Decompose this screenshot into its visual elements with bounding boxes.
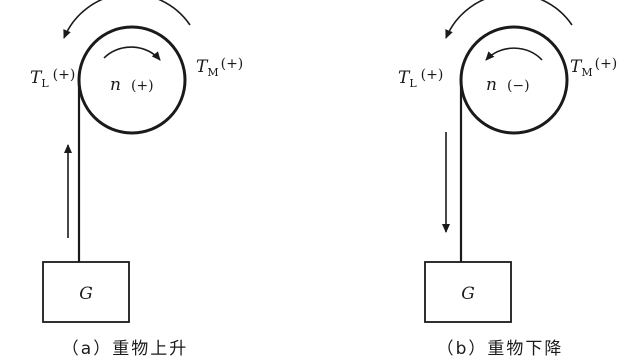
load-torque-label-b: TL(+) [398,67,443,90]
motor-torque-label-b: TM(+) [570,56,617,79]
speed-label-a: n(+) [110,75,154,95]
weight-label-b: G [461,284,475,304]
speed-arrow-b [485,47,543,61]
panel-a: G TL(+) TM(+) n(+) （a）重物上升 [30,0,243,359]
motor-torque-label-a: TM(+) [196,56,243,79]
weight-box-a [42,261,130,323]
caption-b: （b）重物下降 [437,339,564,359]
speed-arrow-a [103,46,161,61]
caption-a: （a）重物上升 [62,339,188,359]
weight-box-b [424,261,512,323]
load-torque-arrow-b [445,0,573,39]
load-torque-arrow-a [63,0,191,39]
load-torque-label-a: TL(+) [30,67,75,90]
speed-label-b: n(−) [486,75,530,95]
weight-label-a: G [79,284,93,304]
panel-b: G TL(+) TM(+) n(−) （b）重物下降 [398,0,617,359]
